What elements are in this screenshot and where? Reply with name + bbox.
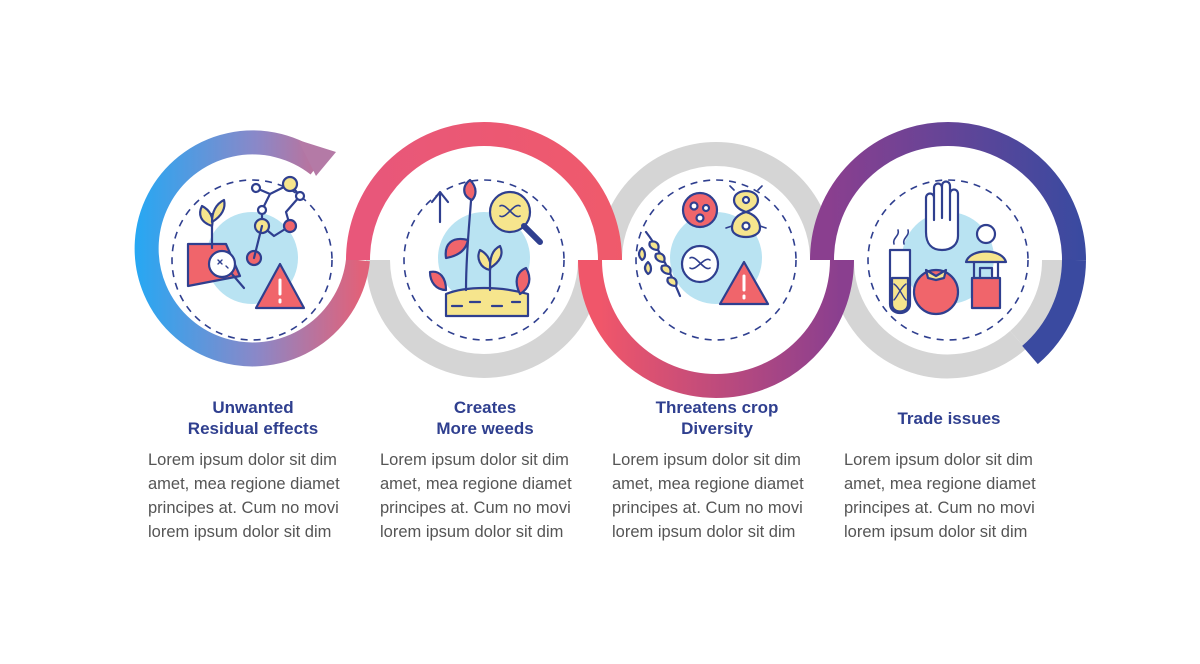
step-description: Lorem ipsum dolor sit dim amet, mea regi… (844, 448, 1054, 544)
step-body-line: amet, mea regione diamet (148, 475, 340, 493)
step-body-line: principes at. Cum no movi (380, 499, 571, 517)
ribbon-gray-4 (1009, 259, 1067, 350)
step-body-line: lorem ipsum dolor sit dim (148, 523, 332, 541)
step-title: Threatens crop Diversity (612, 396, 822, 440)
step-title-line: Trade issues (897, 408, 1001, 428)
step-title: Creates More weeds (380, 396, 590, 440)
step-title: Trade issues (844, 396, 1054, 440)
step-body-line: lorem ipsum dolor sit dim (844, 523, 1028, 541)
step-body-line: Lorem ipsum dolor sit dim (844, 451, 1033, 469)
step-description: Lorem ipsum dolor sit dim amet, mea regi… (380, 448, 590, 544)
step-4: Trade issues Lorem ipsum dolor sit dim a… (844, 396, 1054, 544)
step-body-line: amet, mea regione diamet (380, 475, 572, 493)
step-title-line: Diversity (681, 419, 753, 438)
ribbon-arrow-tip (298, 140, 336, 176)
step-title: Unwanted Residual effects (148, 396, 358, 440)
step-title-line: More weeds (436, 419, 534, 438)
ribbon-gray-2 (366, 259, 602, 378)
step-body-line: lorem ipsum dolor sit dim (380, 523, 564, 541)
step-title-line: Unwanted (212, 398, 294, 417)
step-description: Lorem ipsum dolor sit dim amet, mea regi… (612, 448, 822, 544)
step-3: Threatens crop Diversity Lorem ipsum dol… (612, 396, 822, 544)
step-body-line: amet, mea regione diamet (612, 475, 804, 493)
step-description: Lorem ipsum dolor sit dim amet, mea regi… (148, 448, 358, 544)
dashed-ring-2 (403, 179, 565, 341)
ribbon-segment-4-tail (1021, 259, 1086, 365)
ribbon-gray-3 (598, 142, 834, 261)
step-body-line: principes at. Cum no movi (844, 499, 1035, 517)
ribbon-segment-1 (134, 130, 370, 367)
step-body-line: Lorem ipsum dolor sit dim (380, 451, 569, 469)
trade-issues-icon (888, 180, 1008, 316)
step-title-line: Residual effects (187, 419, 319, 438)
step-title-line: Creates (453, 398, 517, 417)
step-2: Creates More weeds Lorem ipsum dolor sit… (380, 396, 590, 544)
weeds-growth-icon (428, 178, 543, 318)
step-body-line: lorem ipsum dolor sit dim (612, 523, 796, 541)
step-body-line: principes at. Cum no movi (148, 499, 339, 517)
ribbon-segment-3 (578, 259, 854, 398)
crop-diversity-icon (637, 185, 770, 306)
step-body-line: amet, mea regione diamet (844, 475, 1036, 493)
ribbon-segment-2 (346, 122, 622, 261)
step-body-line: Lorem ipsum dolor sit dim (148, 451, 337, 469)
dashed-ring-4 (867, 179, 1029, 341)
ribbon-segment-4 (810, 122, 1086, 261)
step-1: Unwanted Residual effects Lorem ipsum do… (148, 396, 358, 544)
step-body-line: principes at. Cum no movi (612, 499, 803, 517)
dashed-ring-1 (171, 179, 333, 341)
step-body-line: Lorem ipsum dolor sit dim (612, 451, 801, 469)
dashed-ring-3 (635, 179, 797, 341)
residual-effects-icon (186, 175, 306, 310)
step-title-line: Threatens crop (655, 398, 779, 417)
